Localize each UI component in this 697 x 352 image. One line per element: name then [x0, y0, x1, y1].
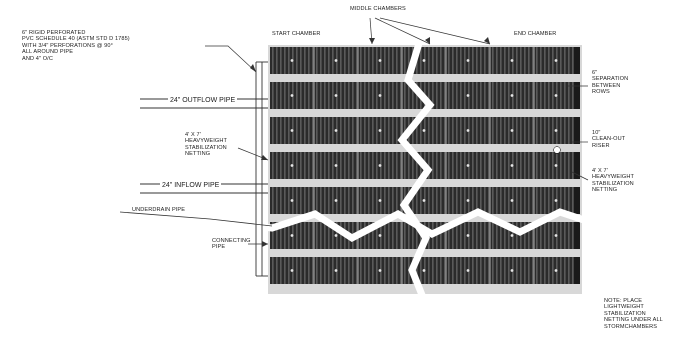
- inspection-port: [334, 129, 338, 132]
- arrowheads: [250, 37, 490, 247]
- inspection-port: [510, 59, 514, 62]
- inspection-port: [554, 164, 558, 167]
- end-cap: [574, 117, 580, 144]
- end-cap: [574, 257, 580, 284]
- inspection-port: [510, 94, 514, 97]
- inspection-port: [422, 269, 426, 272]
- break-line-vertical: [397, 38, 435, 302]
- inspection-port: [378, 129, 382, 132]
- inspection-port: [554, 234, 558, 237]
- inspection-port: [466, 94, 470, 97]
- label-end-chamber: END CHAMBER: [514, 31, 557, 37]
- end-cap: [574, 187, 580, 214]
- inspection-port: [510, 234, 514, 237]
- inspection-port: [378, 269, 382, 272]
- inspection-port: [422, 199, 426, 202]
- inspection-port: [290, 269, 294, 272]
- inspection-port: [334, 269, 338, 272]
- inspection-port: [554, 269, 558, 272]
- inspection-port: [290, 59, 294, 62]
- inspection-port: [510, 199, 514, 202]
- label-middle-chambers: MIDDLE CHAMBERS: [350, 6, 406, 12]
- label-clean-out-riser: 10" CLEAN-OUT RISER: [592, 130, 626, 149]
- end-cap: [574, 222, 580, 249]
- label-underdrain-pipe: UNDERDRAIN PIPE: [132, 207, 186, 213]
- inspection-port: [334, 164, 338, 167]
- inspection-port: [466, 199, 470, 202]
- inspection-port: [334, 199, 338, 202]
- underdrain-pipe: [209, 208, 604, 243]
- label-stab-netting-right: 4' x 7' HEAVYWEIGHT STABILIZATION NETTIN…: [592, 168, 635, 194]
- inspection-port: [466, 59, 470, 62]
- inspection-port: [466, 234, 470, 237]
- chamber-rows: [270, 47, 580, 284]
- inspection-port: [378, 234, 382, 237]
- clean-out-riser-marker: [553, 146, 561, 154]
- inspection-port: [290, 199, 294, 202]
- label-rigid-perforated: 6" RIGID PERFORATED PVC SCHEDULE 40 (AST…: [22, 30, 130, 62]
- end-cap: [574, 82, 580, 109]
- inspection-port: [378, 94, 382, 97]
- inspection-port: [466, 164, 470, 167]
- inspection-port: [466, 129, 470, 132]
- left-manifold: [255, 61, 268, 277]
- end-cap: [574, 152, 580, 179]
- inspection-port: [334, 234, 338, 237]
- inspection-port: [510, 269, 514, 272]
- label-separation-rows: 6" SEPARATION BETWEEN ROWS: [592, 70, 629, 96]
- inspection-port: [510, 164, 514, 167]
- label-inflow-pipe: 24" INFLOW PIPE: [160, 182, 222, 189]
- inspection-port: [422, 129, 426, 132]
- inspection-port: [554, 59, 558, 62]
- inspection-port: [466, 269, 470, 272]
- label-outflow-pipe: 24" OUTFLOW PIPE: [168, 97, 238, 104]
- inspection-port: [378, 199, 382, 202]
- inspection-port: [290, 94, 294, 97]
- label-stab-netting-left: 4' x 7' HEAVYWEIGHT STABILIZATION NETTIN…: [185, 132, 228, 158]
- label-note: NOTE: PLACE LIGHTWEIGHT STABILIZATION NE…: [604, 298, 663, 330]
- underdrain-pipe-outline: [119, 211, 273, 227]
- label-connecting-pipe: CONNECTING PIPE: [212, 238, 251, 251]
- inspection-port: [290, 129, 294, 132]
- inspection-port: [334, 59, 338, 62]
- inspection-port: [554, 199, 558, 202]
- inspection-port: [378, 164, 382, 167]
- inspection-port: [290, 164, 294, 167]
- inspection-port: [510, 129, 514, 132]
- inspection-port: [422, 59, 426, 62]
- label-start-chamber: START CHAMBER: [272, 31, 321, 37]
- inspection-port: [290, 234, 294, 237]
- inspection-port: [334, 94, 338, 97]
- inspection-port: [554, 129, 558, 132]
- inspection-port: [554, 94, 558, 97]
- inspection-port: [378, 59, 382, 62]
- end-cap: [574, 47, 580, 74]
